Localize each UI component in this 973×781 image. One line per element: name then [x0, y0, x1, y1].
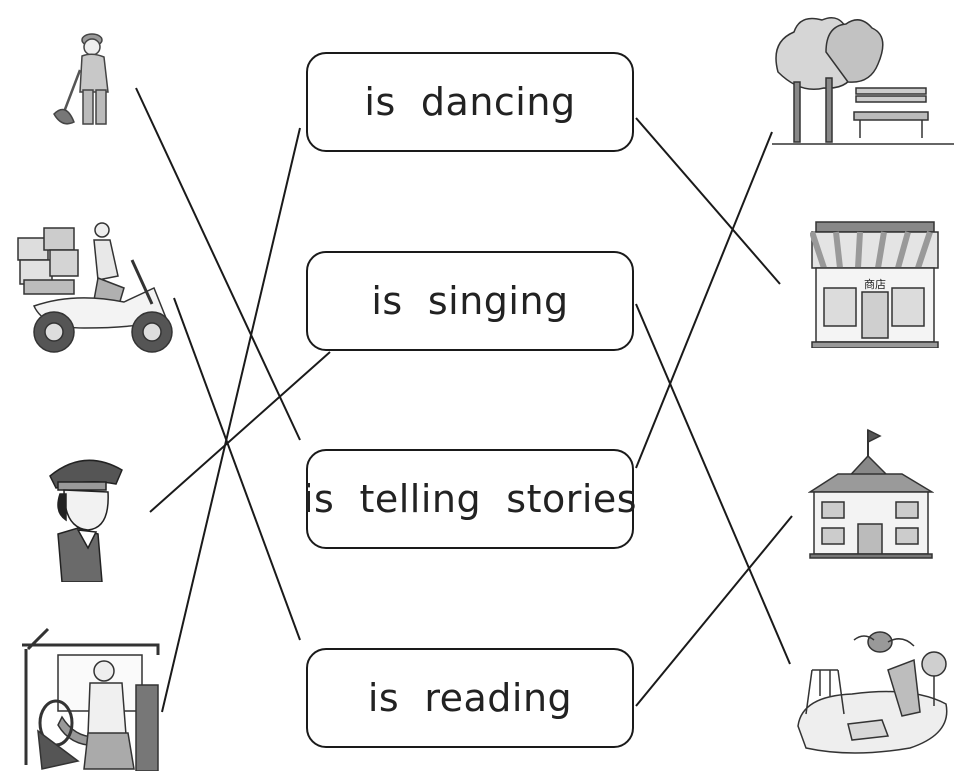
park-trees-bench-icon[interactable] — [770, 12, 956, 150]
match-line — [636, 304, 790, 664]
phrase-box-singing[interactable]: is singing — [306, 251, 634, 351]
school-building-icon[interactable] — [808, 428, 934, 560]
street-sweeper-icon[interactable] — [50, 30, 120, 135]
match-line — [636, 516, 792, 706]
phrase-box-dancing[interactable]: is dancing — [306, 52, 634, 152]
match-line — [636, 132, 772, 468]
delivery-courier-scooter-icon[interactable] — [14, 218, 176, 358]
shop-sign-text: 商店 — [864, 277, 886, 291]
match-line — [636, 118, 780, 284]
phrase-box-reading[interactable]: is reading — [306, 648, 634, 748]
match-line — [174, 298, 300, 640]
phrase-box-telling-stories[interactable]: is telling stories — [306, 449, 634, 549]
match-line — [162, 128, 300, 712]
playground-icon[interactable] — [792, 630, 952, 758]
bus-driver-icon[interactable] — [18, 625, 162, 771]
shop-storefront-icon[interactable]: 商店 — [810, 218, 940, 348]
police-officer-icon[interactable] — [44, 448, 128, 582]
